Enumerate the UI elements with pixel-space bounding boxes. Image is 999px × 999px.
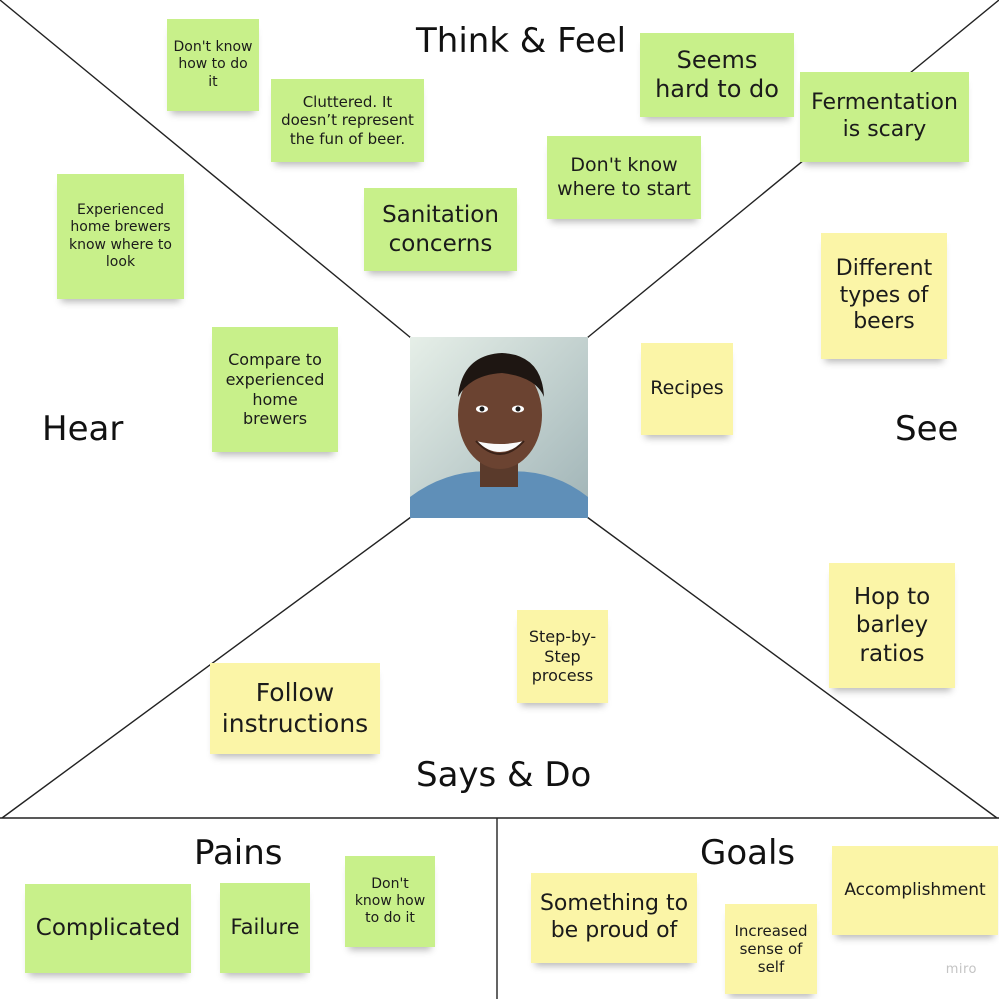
sticky-note-text: Complicated bbox=[35, 915, 181, 942]
sticky-note[interactable]: Failure bbox=[220, 883, 310, 973]
sticky-note-text: Follow instructions bbox=[221, 678, 369, 738]
sticky-note[interactable]: Seems hard to do bbox=[640, 33, 794, 117]
sticky-note[interactable]: Increased sense of self bbox=[725, 904, 817, 994]
sticky-note[interactable]: Step-by-Step process bbox=[517, 610, 608, 703]
sticky-note-text: Hop to barley ratios bbox=[853, 584, 931, 667]
miro-watermark: miro bbox=[945, 962, 977, 977]
sticky-note[interactable]: Don't know how to do it bbox=[345, 856, 435, 947]
divider-bottom-left bbox=[1, 516, 412, 819]
sticky-note[interactable]: Follow instructions bbox=[210, 663, 380, 754]
sticky-note-text: Sanitation concerns bbox=[382, 202, 499, 257]
sticky-note-text: Increased sense of self bbox=[734, 921, 808, 977]
sticky-note[interactable]: Different types of beers bbox=[821, 233, 947, 359]
sticky-note-text: Failure bbox=[230, 915, 300, 940]
sticky-note[interactable]: Sanitation concerns bbox=[364, 188, 517, 271]
sticky-note[interactable]: Cluttered. It doesn’t represent the fun … bbox=[271, 79, 424, 162]
section-title-think-feel: Think & Feel bbox=[416, 21, 627, 61]
sticky-note-text: Don't know how to do it bbox=[354, 875, 426, 927]
section-title-says-do: Says & Do bbox=[416, 755, 592, 795]
section-title-pains: Pains bbox=[194, 833, 283, 873]
sticky-note[interactable]: Don't know where to start bbox=[547, 136, 701, 219]
sticky-note[interactable]: Recipes bbox=[641, 343, 733, 435]
section-title-hear: Hear bbox=[42, 409, 124, 449]
persona-portrait-image bbox=[410, 337, 588, 518]
sticky-note-text: Step-by-Step process bbox=[528, 627, 597, 686]
divider-top-right bbox=[586, 0, 999, 339]
section-title-goals: Goals bbox=[700, 833, 796, 873]
sticky-note-text: Experienced home brewers know where to l… bbox=[69, 202, 172, 270]
sticky-note[interactable]: Compare to experienced home brewers bbox=[212, 327, 338, 452]
sticky-note[interactable]: Don't know how to do it bbox=[167, 19, 259, 111]
sticky-note[interactable]: Something to be proud of bbox=[531, 873, 697, 963]
sticky-note-text: Don't know where to start bbox=[557, 154, 691, 200]
sticky-note-text: Accomplishment bbox=[844, 880, 986, 901]
sticky-note-text: Fermentation is scary bbox=[811, 90, 958, 142]
persona-photo[interactable] bbox=[410, 337, 588, 518]
sticky-note-text: Compare to experienced home brewers bbox=[225, 350, 325, 429]
divider-bottom-right bbox=[586, 516, 998, 819]
sticky-note-text: Recipes bbox=[650, 377, 724, 400]
sticky-note[interactable]: Experienced home brewers know where to l… bbox=[57, 174, 184, 299]
sticky-note-text: Don't know how to do it bbox=[173, 39, 253, 90]
sticky-note[interactable]: Complicated bbox=[25, 884, 191, 973]
sticky-note[interactable]: Hop to barley ratios bbox=[829, 563, 955, 688]
sticky-note-text: Something to be proud of bbox=[539, 891, 689, 943]
section-title-see: See bbox=[895, 409, 959, 449]
divider-top-left bbox=[0, 0, 412, 339]
sticky-note-text: Different types of beers bbox=[835, 255, 933, 335]
sticky-note[interactable]: Fermentation is scary bbox=[800, 72, 969, 162]
sticky-note[interactable]: Accomplishment bbox=[832, 846, 998, 935]
sticky-note-text: Cluttered. It doesn’t represent the fun … bbox=[281, 93, 414, 148]
sticky-note-text: Seems hard to do bbox=[655, 45, 779, 103]
